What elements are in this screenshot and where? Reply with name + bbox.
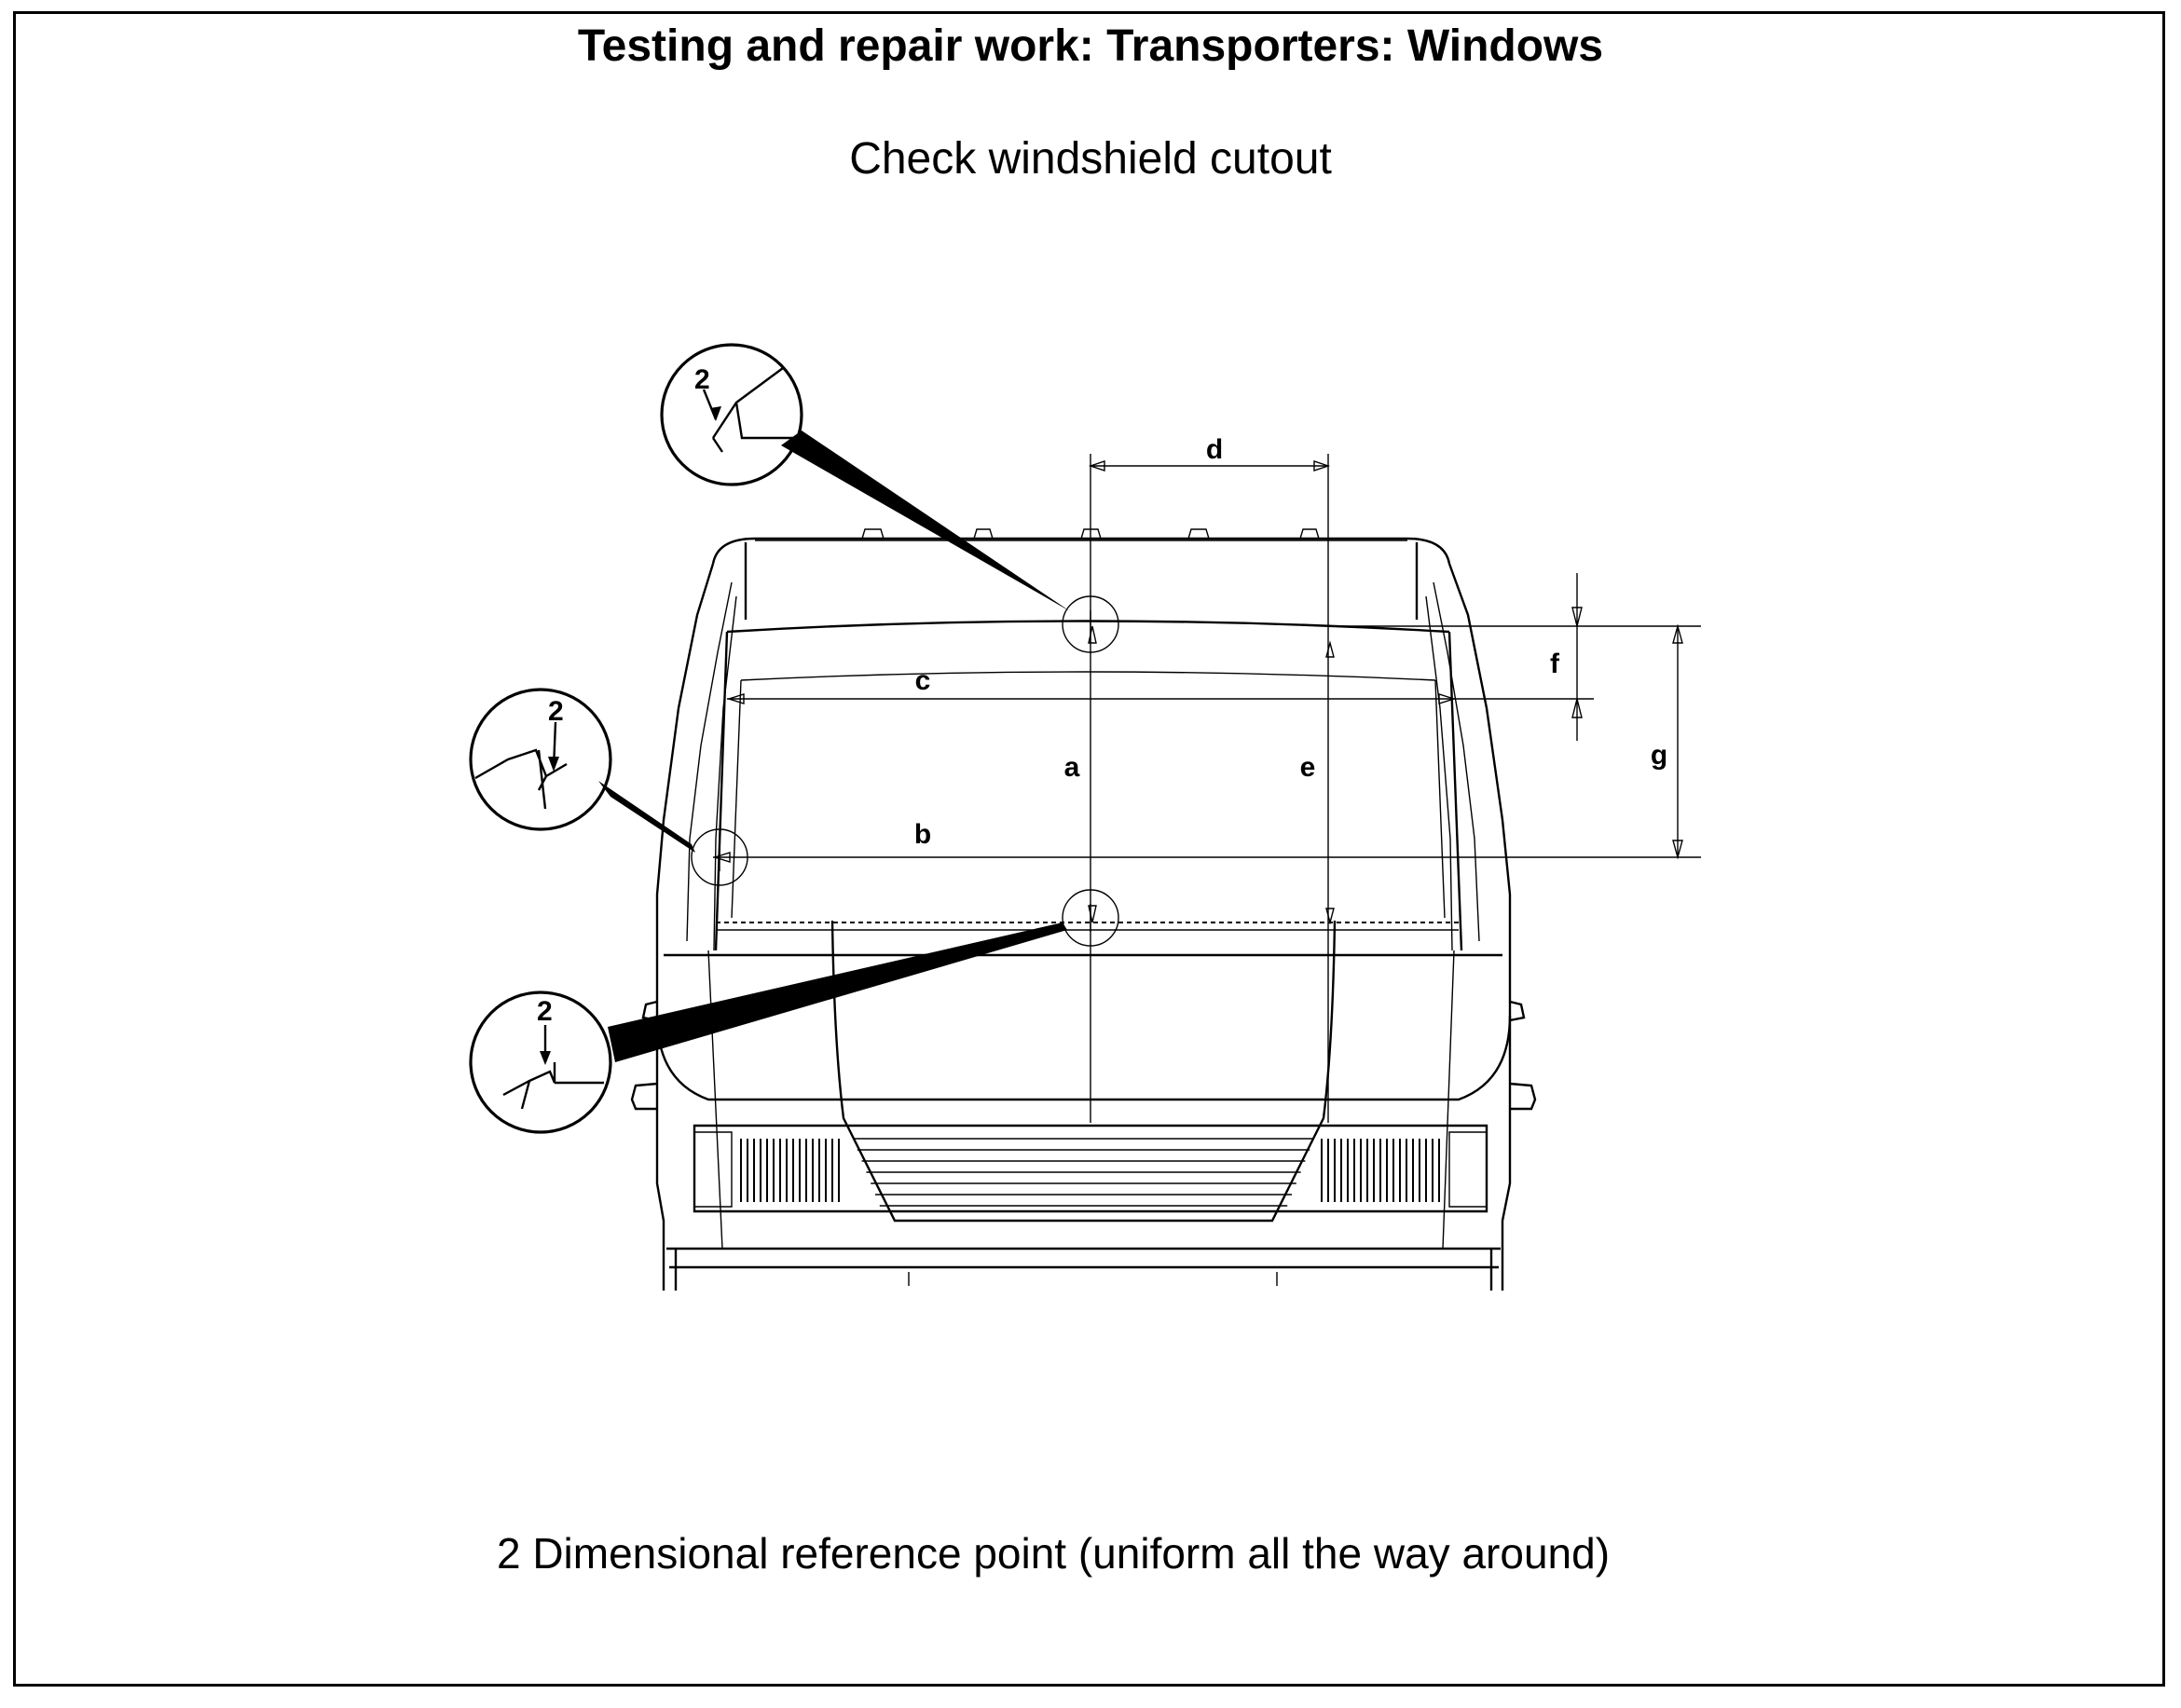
callout-number: 2 bbox=[694, 364, 710, 395]
reference-point-top bbox=[1062, 595, 1119, 653]
reference-point-side bbox=[691, 828, 748, 886]
detail-callout-top: 2 bbox=[660, 343, 803, 486]
detail-callout-bottom: 2 bbox=[469, 991, 612, 1134]
dimension-label-b: b bbox=[914, 819, 931, 850]
reference-point-bottom bbox=[1062, 889, 1119, 947]
callout-number: 2 bbox=[537, 996, 553, 1027]
callout-number: 2 bbox=[548, 696, 564, 727]
legend-caption: 2 Dimensional reference point (uniform a… bbox=[496, 1529, 1611, 1578]
leader-top bbox=[781, 430, 1070, 611]
page-border bbox=[13, 11, 2165, 1687]
dimension-labels: d c a e b f g bbox=[914, 434, 1667, 850]
page-subtitle: Check windshield cutout bbox=[849, 134, 1332, 184]
detail-callout-side: 2 bbox=[469, 688, 612, 831]
page-title: Testing and repair work: Transporters: W… bbox=[577, 21, 1604, 71]
leader-bottom bbox=[608, 922, 1067, 1062]
measurement-points bbox=[691, 595, 1119, 947]
dimension-label-g: g bbox=[1651, 740, 1667, 771]
grille-slats bbox=[853, 1138, 1314, 1207]
dimension-lines bbox=[712, 454, 1701, 1123]
dimension-label-f: f bbox=[1550, 649, 1560, 679]
grille-bars bbox=[740, 1139, 1440, 1202]
dimension-label-e: e bbox=[1300, 752, 1316, 783]
leader-side bbox=[598, 781, 695, 853]
callout-leaders bbox=[598, 430, 1070, 1062]
dimension-label-a: a bbox=[1064, 752, 1080, 783]
dimension-label-d: d bbox=[1206, 434, 1223, 465]
dimension-label-c: c bbox=[915, 665, 931, 696]
windshield bbox=[714, 620, 1463, 951]
